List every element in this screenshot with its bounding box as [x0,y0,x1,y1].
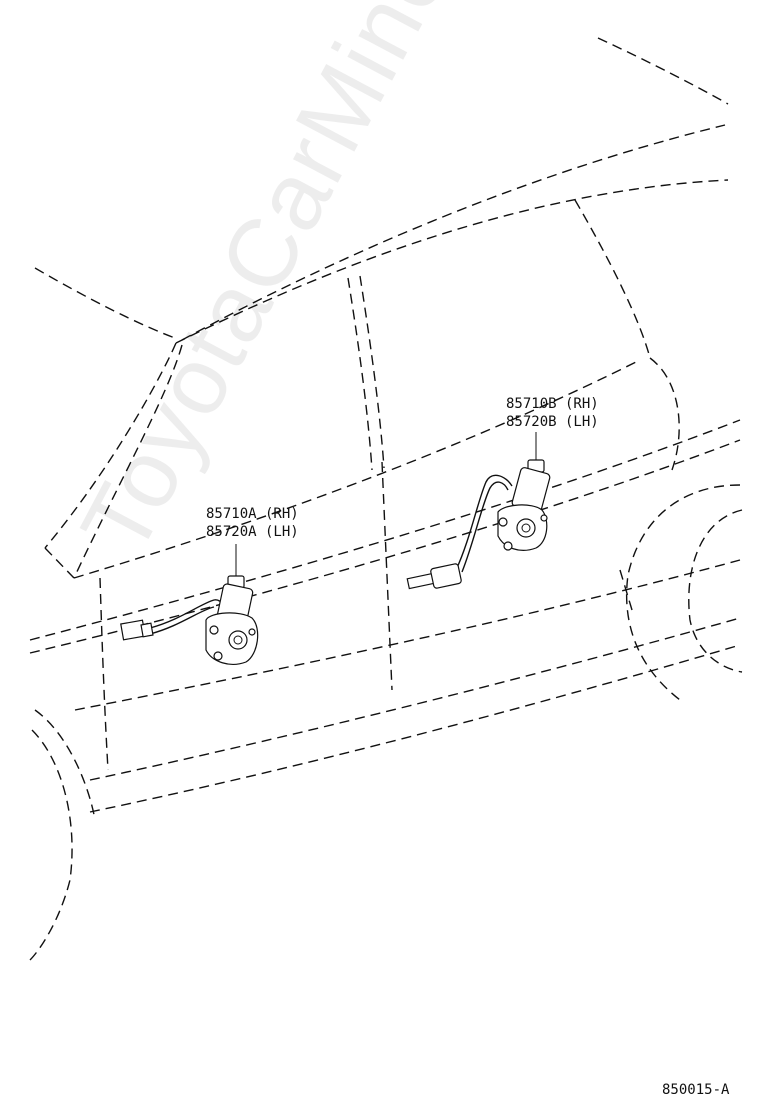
diagram-code: 850015-A [662,1082,730,1098]
vehicle-body-outline [29,37,743,961]
window-motor-rear-assembly [406,459,551,590]
label-rear-motor-rh: 85710B (RH) [506,396,599,412]
label-front-motor-rh: 85710A (RH) [206,506,299,522]
label-front-motor-lh: 85720A (LH) [206,524,299,540]
label-rear-motor-lh: 85720B (LH) [506,414,599,430]
window-motor-front-assembly [120,575,259,665]
